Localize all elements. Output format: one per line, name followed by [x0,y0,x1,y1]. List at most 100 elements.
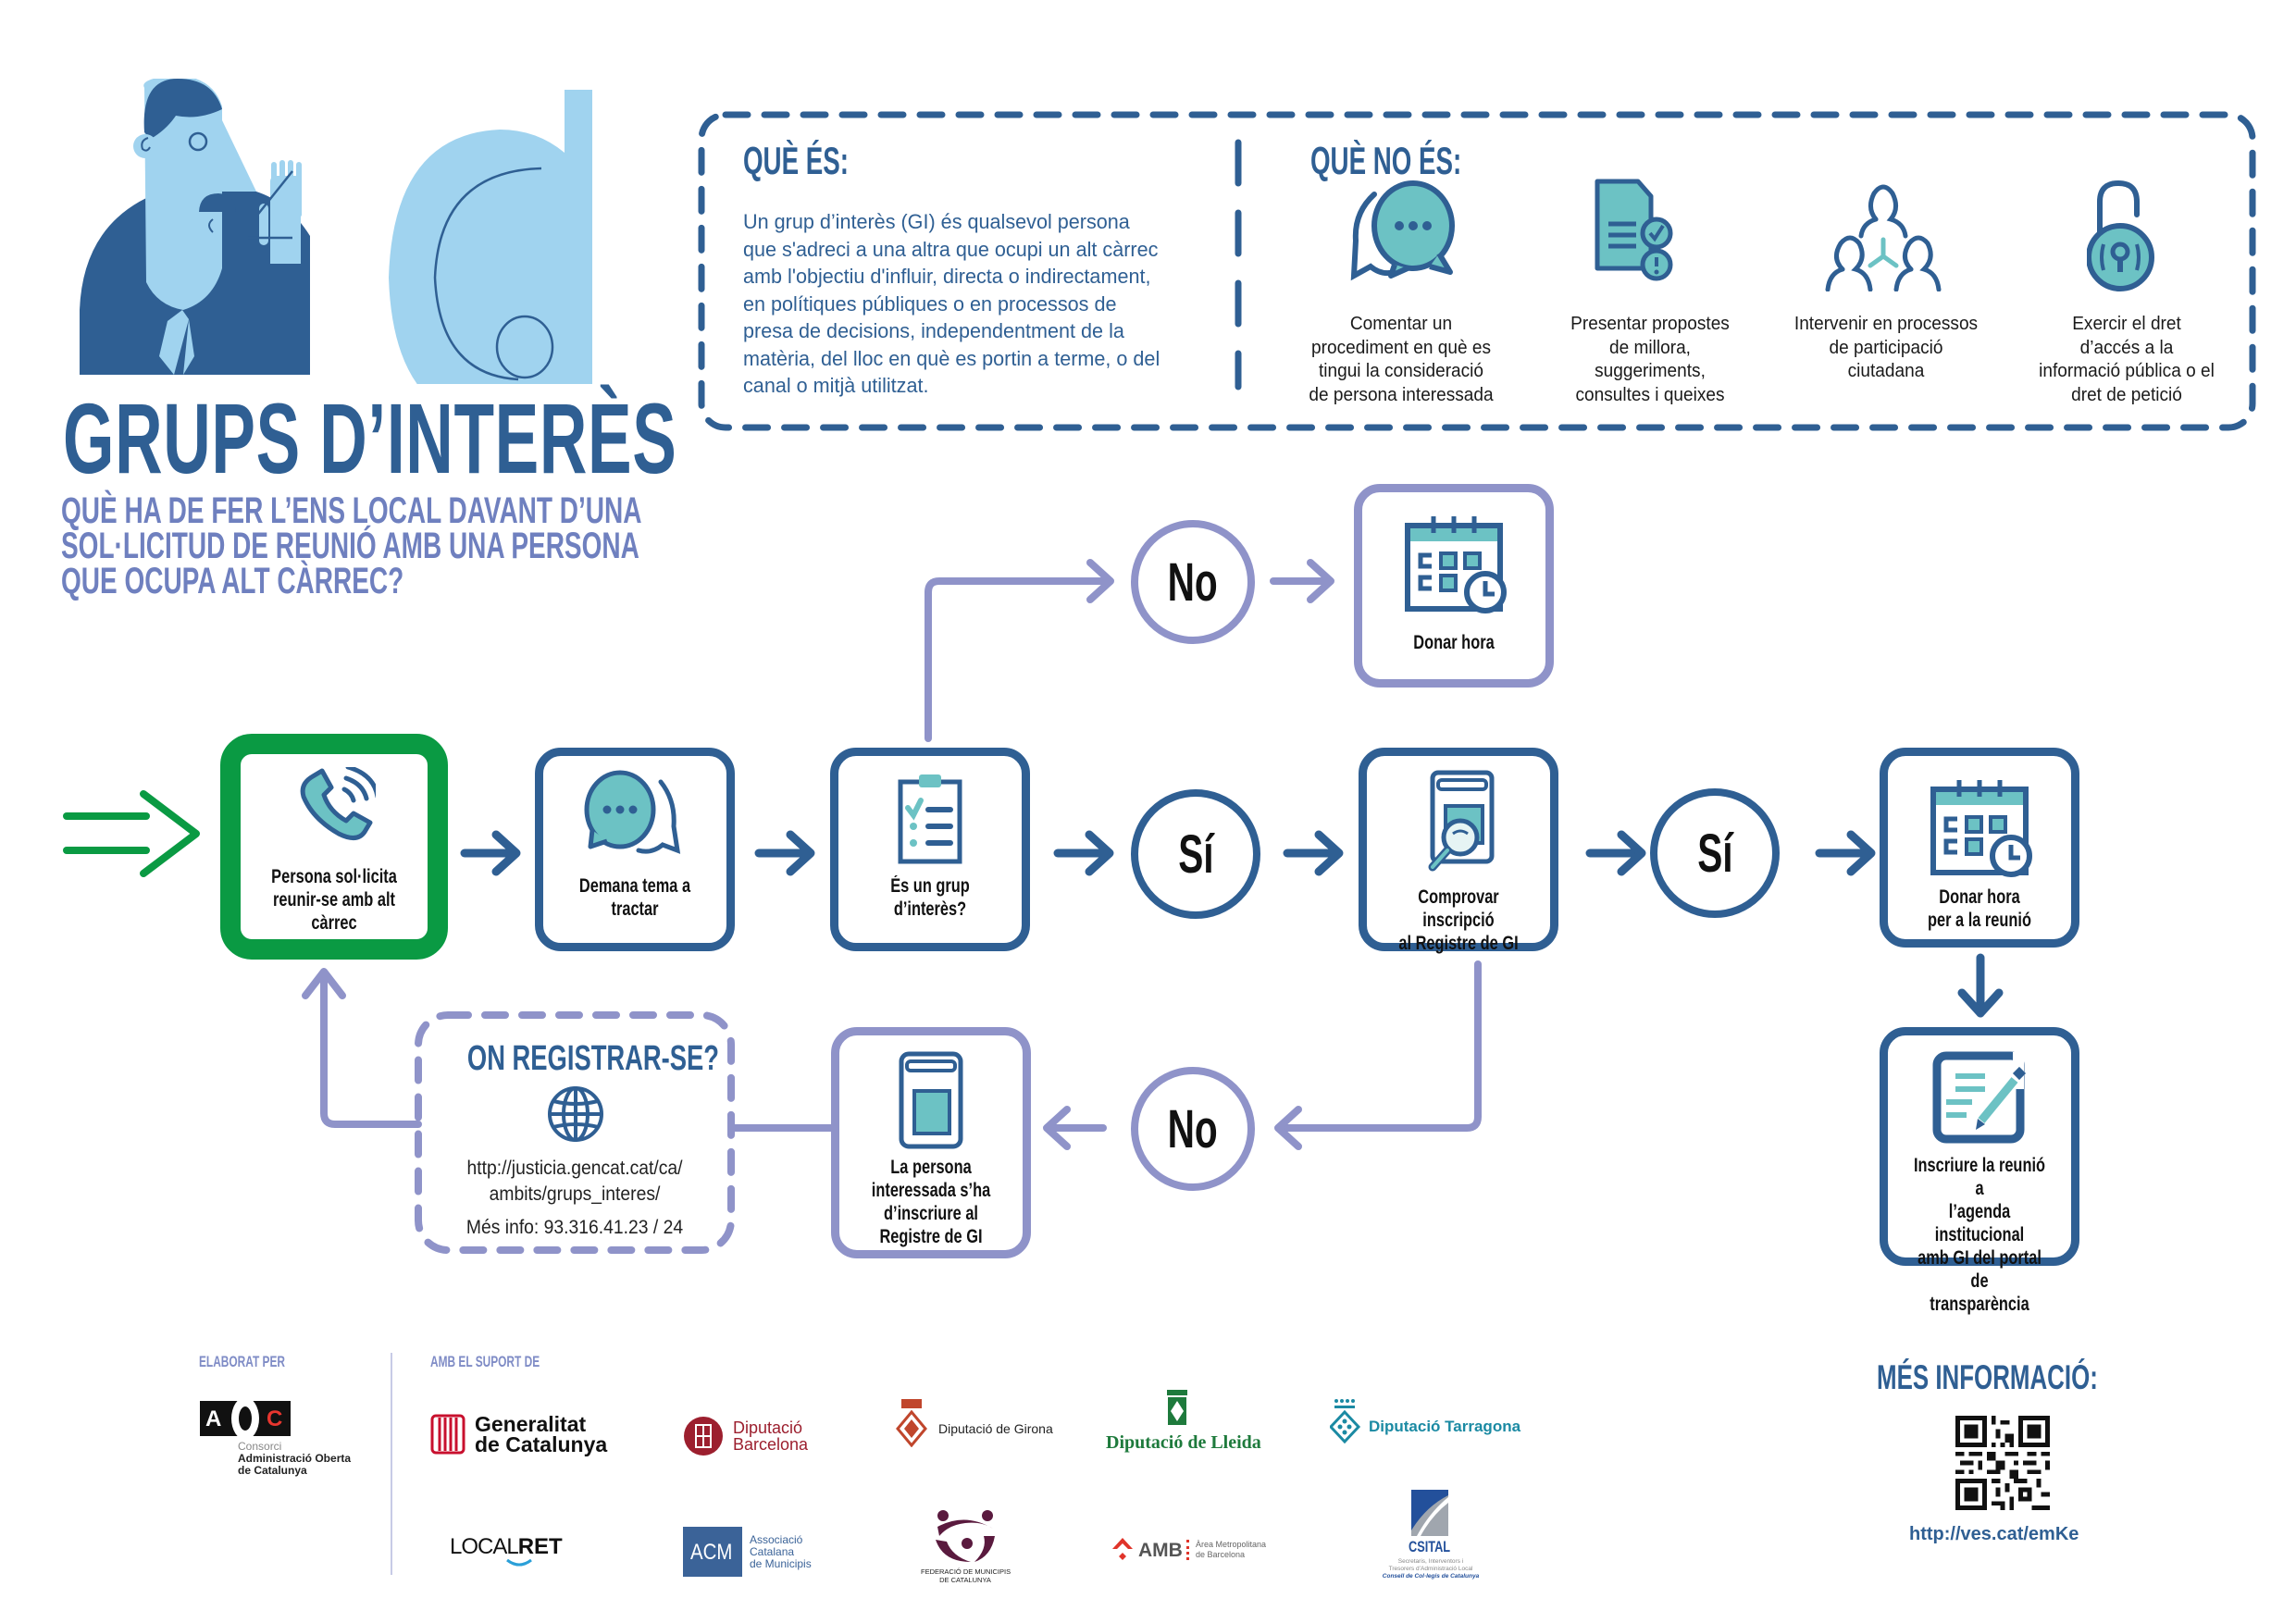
acm-line: de Municipis [750,1557,812,1570]
label-line: Donar hora [1939,886,2020,908]
where-register-phone: Més info: 93.316.41.23 / 24 [465,1217,684,1238]
label-line: És un grup [890,875,970,897]
arrow-check-to-no-bottom [1276,960,1482,1132]
step-must-register[interactable]: La persona interessada s’ha d’inscriure … [831,1027,1031,1258]
fmc-emblem-icon [936,1510,995,1562]
made-by-label: ELABORAT PER [199,1353,286,1370]
aoc-logo: A C [200,1397,291,1440]
decision-label: No [1167,551,1219,613]
item-line: suggeriments, [1595,360,1706,381]
step-label: Comprovar inscripció al Registre de GI [1387,886,1530,955]
decision-label: Sí [1177,824,1214,885]
item-line: de participació [1829,336,1943,358]
step-start-request[interactable]: Persona sol·licita reunir-se amb alt càr… [220,734,448,960]
step-label: Demana tema a tractar [564,874,706,921]
lleida-emblem-icon [1167,1390,1187,1425]
que-es-heading: QUÈ ÉS: [743,139,849,182]
man-whispering-illustration [80,79,592,384]
decision-yes-1[interactable]: Sí [1131,789,1260,919]
decision-no-bottom[interactable]: No [1131,1067,1255,1191]
step-check-registry[interactable]: Comprovar inscripció al Registre de GI [1359,748,1558,954]
label-line: tractar [611,898,659,920]
arrow-start-to-ask [460,830,521,876]
item-line: Presentar propostes [1570,313,1730,334]
where-register-heading: ON REGISTRAR-SE? [466,1039,719,1078]
label-line: La persona [890,1157,972,1178]
decision-label: No [1167,1098,1219,1159]
arrow-yes-to-check [1283,830,1344,876]
step-give-meeting-time[interactable]: Donar hora per a la reunió [1880,748,2079,948]
aoc-mark-o-hole [239,1406,252,1431]
amb-emblem-icon [1112,1538,1133,1560]
que-es-line: en polítiques públiques o en processos d… [743,291,1117,316]
generalitat-line: Generalitat [475,1412,587,1436]
subtitle-line-1: QUÈ HA DE FER L’ENS LOCAL DAVANT D’UNA [61,490,642,531]
more-info-heading: MÉS INFORMACIÓ: [1877,1358,2098,1396]
label-line: al Registre de GI [1398,933,1519,954]
calendar-clock-icon [1930,780,2032,877]
aoc-text: Consorci Administració Oberta de Catalun… [238,1441,351,1477]
que-es-line: matèria, del lloc en què es portin a ter… [743,346,1160,370]
step-register-meeting[interactable]: Inscriure la reunió a l’agenda instituci… [1880,1027,2079,1315]
more-info-url[interactable]: http://ves.cat/emKe [1909,1524,2079,1544]
step-label: Persona sol·licita reunir-se amb alt càr… [261,865,407,935]
localret-smile-icon [506,1558,532,1567]
csital-emblem-icon [1411,1490,1448,1536]
amb-line: Àrea Metropolitana [1196,1540,1267,1549]
entry-arrow [63,790,200,877]
item-line: Comentar un [1349,313,1453,334]
label-line: Persona sol·licita [271,866,397,887]
girona-emblem-icon [896,1399,927,1447]
fmc-line: FEDERACIÓ DE MUNICIPIS [921,1567,1011,1576]
where-register-url[interactable]: http://justicia.gencat.cat/ca/ ambits/gr… [431,1156,719,1208]
aoc-mark-a: A [205,1406,222,1431]
que-es-line: presa de decisions, independentment de l… [743,319,1124,342]
chat-bubbles-icon [584,770,681,854]
tarragona-text: Diputació Tarragona [1369,1418,1521,1435]
decision-no-top[interactable]: No [1131,520,1255,644]
document-check-alert-icon [1595,179,1673,281]
barcelona-emblem-icon [684,1417,723,1456]
arrow-ask-to-isgi [754,830,815,876]
open-padlock-icon [2087,180,2154,291]
subtitle-line-2: SOL·LICITUD DE REUNIÓ AMB UNA PERSONA [61,526,639,566]
book-magnifier-icon [1428,770,1495,872]
step-give-time[interactable]: Donar hora [1354,484,1554,688]
decision-yes-2[interactable]: Sí [1650,788,1780,918]
where-register-heading-wrap: ON REGISTRAR-SE? [418,1039,731,1079]
edit-document-icon [1932,1051,2027,1144]
barcelona-line: Diputació [733,1419,803,1437]
que-es-line: que s'adreci a una altra que ocupi un al… [743,237,1159,261]
item-line: informació pública o el [2039,360,2215,381]
url-line[interactable]: http://justicia.gencat.cat/ca/ [466,1158,683,1179]
where-register-frame [415,1011,735,1254]
aoc-mark-c: C [267,1406,283,1431]
csital-line: Secretaris, Interventors i [1397,1558,1464,1565]
acm-line: Catalana [750,1545,795,1558]
page-title: GRUPS D’INTERÈS [63,382,677,494]
step-ask-topic[interactable]: Demana tema a tractar [535,748,735,951]
generalitat-line: de Catalunya [475,1432,608,1456]
item-line: de millora, [1609,336,1691,358]
arrow-check-to-yes2 [1585,830,1646,876]
url-line[interactable]: ambits/grups_interes/ [489,1183,661,1205]
aoc-line: Consorci [238,1440,282,1453]
letter-d-logo [389,90,592,384]
item-line: d’accés a la [2079,336,2174,358]
amb-separator [1186,1540,1192,1560]
fmc-line: DE CATALUNYA [939,1576,991,1584]
label-line: d’inscriure al [884,1203,978,1224]
label-line: Inscriure la reunió a [1913,1155,2046,1199]
que-es-body: Un grup d’interès (GI) és qualsevol pers… [743,208,1222,400]
item-line: consultes i queixes [1575,383,1725,405]
step-label: Inscriure la reunió a l’agenda instituci… [1908,1154,2051,1316]
step-label: És un grup d’interès? [859,874,1001,921]
csital-line: Consell de Col·legis de Catalunya [1382,1573,1480,1580]
barcelona-line: Barcelona [733,1435,809,1454]
acm-mark-box: ACM [683,1527,742,1577]
calendar-clock-icon [1405,516,1507,613]
label-line: per a la reunió [1928,910,2031,931]
qr-code-icon[interactable] [1955,1416,2050,1510]
step-is-interest-group[interactable]: És un grup d’interès? [830,748,1030,951]
